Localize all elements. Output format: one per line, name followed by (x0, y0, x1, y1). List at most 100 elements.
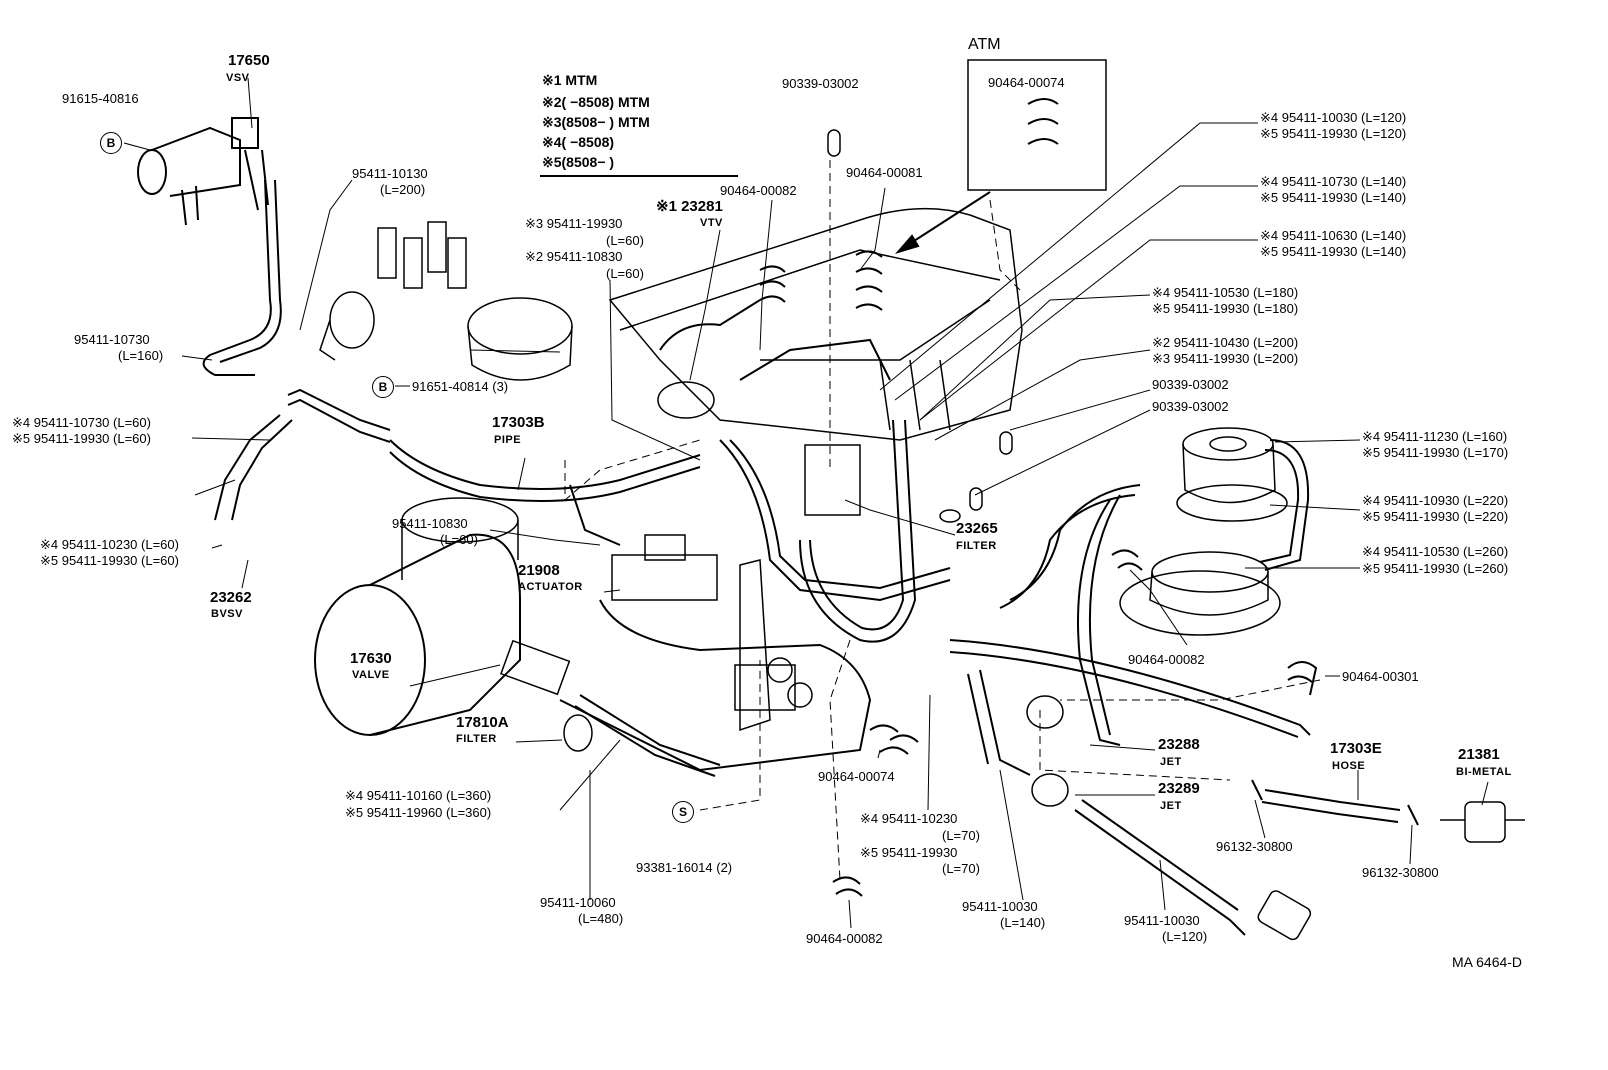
part-90339-03002-r2: 90339-03002 (1152, 399, 1229, 414)
note-1-23281: ※1 23281 (656, 198, 723, 215)
tag-b-center: B (372, 376, 394, 398)
label-pipe: PIPE (494, 434, 522, 446)
label-filter-2: FILTER (956, 540, 997, 552)
part-96132-30800-a: 96132-30800 (1216, 839, 1293, 854)
note-r4a: ※4 95411-10530 (L=180) (1152, 285, 1299, 300)
note-r8a: ※4 95411-11230 (L=160) (1362, 429, 1508, 444)
part-90464-00082-bottom: 90464-00082 (806, 931, 883, 946)
part-90464-00301: 90464-00301 (1342, 669, 1419, 684)
note-r1a: ※4 95411-10030 (L=120) (1260, 110, 1407, 125)
note-5-19960-360: ※5 95411-19960 (L=360) (345, 805, 492, 820)
note-5-19930-60b: ※5 95411-19930 (L=60) (40, 553, 179, 568)
note-mtm-2: ※2( −8508) MTM (542, 94, 650, 110)
part-95411-10030-120: 95411-10030 (1124, 913, 1200, 928)
part-96132-30800-b: 96132-30800 (1362, 865, 1439, 880)
part-21381: 21381 (1458, 746, 1500, 763)
part-90339-03002-r1: 90339-03002 (1152, 377, 1229, 392)
note-3-19930: ※3 95411-19930 (525, 216, 623, 231)
note-r8b: ※5 95411-19930 (L=170) (1362, 445, 1509, 460)
note-r5b: ※3 95411-19930 (L=200) (1152, 351, 1299, 366)
part-91651-40814: 91651-40814 (3) (412, 379, 509, 394)
components (500, 381, 1525, 941)
note-4-10160-360: ※4 95411-10160 (L=360) (345, 788, 492, 803)
part-95411-10060: 95411-10060 (540, 895, 616, 910)
part-17650: 17650 (228, 52, 270, 69)
drawing-code: MA 6464-D (1452, 954, 1523, 970)
engine-block (608, 207, 1023, 441)
len-70a: (L=70) (942, 828, 980, 843)
len-70b: (L=70) (942, 861, 980, 876)
note-r2b: ※5 95411-19930 (L=140) (1260, 190, 1407, 205)
label-jet-1: JET (1160, 756, 1182, 768)
label-filter-1: FILTER (456, 733, 497, 745)
len-60c: (L=60) (606, 233, 644, 248)
diaphragm-units (1119, 427, 1288, 636)
note-4-10230-60: ※4 95411-10230 (L=60) (40, 537, 179, 552)
part-23288: 23288 (1158, 736, 1200, 753)
part-95411-10730: 95411-10730 (74, 332, 150, 347)
len-60b: (L=60) (440, 532, 478, 547)
part-17810a: 17810A (456, 714, 509, 731)
part-90339-03002-top: 90339-03002 (782, 76, 859, 91)
note-4-10230-70: ※4 95411-10230 (860, 811, 958, 826)
clips (759, 98, 1419, 897)
label-bvsv: BVSV (211, 608, 243, 620)
dashed-lines (564, 160, 1321, 881)
note-r10b: ※5 95411-19930 (L=260) (1362, 561, 1509, 576)
part-91615-40816: 91615-40816 (62, 91, 139, 106)
label-vtv: VTV (700, 217, 723, 229)
part-23262: 23262 (210, 589, 252, 606)
note-r5a: ※2 95411-10430 (L=200) (1152, 335, 1299, 350)
note-mtm-1: ※1 MTM (542, 72, 598, 88)
note-r1b: ※5 95411-19930 (L=120) (1260, 126, 1407, 141)
part-95411-10030-140: 95411-10030 (962, 899, 1038, 914)
part-23265: 23265 (956, 520, 998, 537)
label-atm: ATM (968, 36, 1001, 53)
note-mtm-5: ※5(8508− ) (542, 154, 615, 170)
note-r3a: ※4 95411-10630 (L=140) (1260, 228, 1407, 243)
atm-box (967, 59, 1107, 191)
tag-b-left: B (100, 132, 122, 154)
len-480: (L=480) (578, 911, 624, 926)
part-17303e: 17303E (1330, 740, 1382, 757)
label-vsv: VSV (226, 72, 250, 84)
note-r9a: ※4 95411-10930 (L=220) (1362, 493, 1509, 508)
note-2-10830: ※2 95411-10830 (525, 249, 623, 264)
note-r4b: ※5 95411-19930 (L=180) (1152, 301, 1299, 316)
part-90464-00082-top: 90464-00082 (720, 183, 797, 198)
hoses (202, 179, 1401, 936)
note-mtm-3: ※3(8508− ) MTM (542, 114, 650, 130)
len-160a: (L=160) (118, 348, 164, 363)
part-90464-00074-atm: 90464-00074 (988, 75, 1065, 90)
note-mtm-4: ※4( −8508) (542, 134, 615, 150)
part-17303b: 17303B (492, 414, 545, 431)
len-140: (L=140) (1000, 915, 1046, 930)
part-93381-16014: 93381-16014 (2) (636, 860, 733, 875)
vsv-17650 (137, 117, 269, 226)
label-bi-metal: BI-METAL (1456, 766, 1512, 778)
len-200a: (L=200) (380, 182, 426, 197)
part-17630: 17630 (350, 650, 392, 667)
part-21908: 21908 (518, 562, 560, 579)
fittings (827, 129, 1013, 523)
part-23289: 23289 (1158, 780, 1200, 797)
distributor (319, 221, 573, 381)
part-90464-00082-right: 90464-00082 (1128, 652, 1205, 667)
note-4-10730-60: ※4 95411-10730 (L=60) (12, 415, 151, 430)
note-r9b: ※5 95411-19930 (L=220) (1362, 509, 1509, 524)
note-r10a: ※4 95411-10530 (L=260) (1362, 544, 1509, 559)
label-valve: VALVE (352, 669, 390, 681)
note-5-19930-70: ※5 95411-19930 (860, 845, 958, 860)
leader-lines (123, 77, 1489, 929)
part-90464-00081: 90464-00081 (846, 165, 923, 180)
label-hose: HOSE (1332, 760, 1366, 772)
tag-s: S (672, 801, 694, 823)
label-actuator: ACTUATOR (518, 581, 583, 593)
part-95411-10830: 95411-10830 (392, 516, 468, 531)
len-120: (L=120) (1162, 929, 1208, 944)
atm-arrowhead (894, 234, 920, 254)
len-60d: (L=60) (606, 266, 644, 281)
note-r2a: ※4 95411-10730 (L=140) (1260, 174, 1407, 189)
note-r3b: ※5 95411-19930 (L=140) (1260, 244, 1407, 259)
